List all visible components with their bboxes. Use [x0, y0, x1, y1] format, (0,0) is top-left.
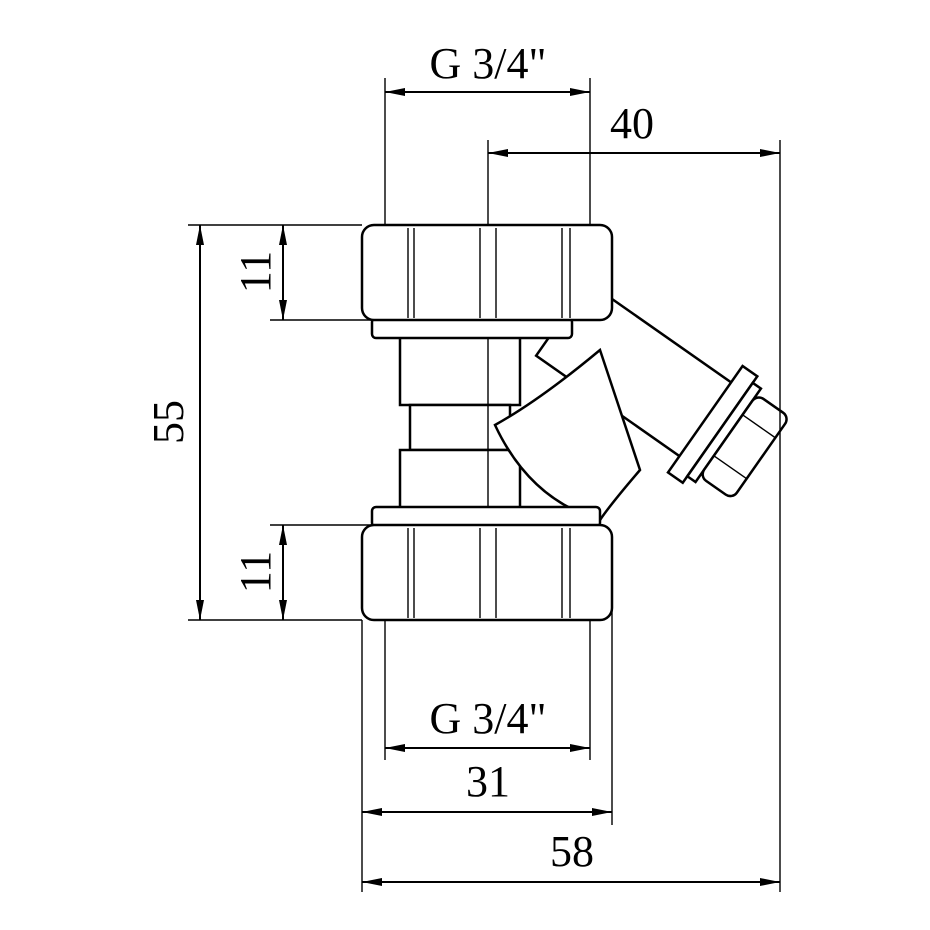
strainer-body	[360, 223, 788, 622]
dimension-lines	[196, 88, 780, 886]
top-nut	[360, 223, 614, 322]
bottom-nut	[360, 523, 614, 622]
nut-width-label: 31	[466, 757, 510, 806]
offset-label: 40	[610, 99, 654, 148]
top-nut-height-label: 11	[231, 251, 280, 293]
overall-width-label: 58	[550, 827, 594, 876]
top-thread-label: G 3/4"	[430, 39, 547, 88]
bottom-nut-height-label: 11	[231, 551, 280, 593]
extension-lines	[188, 78, 781, 892]
filter-cap	[534, 280, 788, 498]
overall-height-label: 55	[144, 400, 193, 444]
bottom-thread-label: G 3/4"	[430, 694, 547, 743]
